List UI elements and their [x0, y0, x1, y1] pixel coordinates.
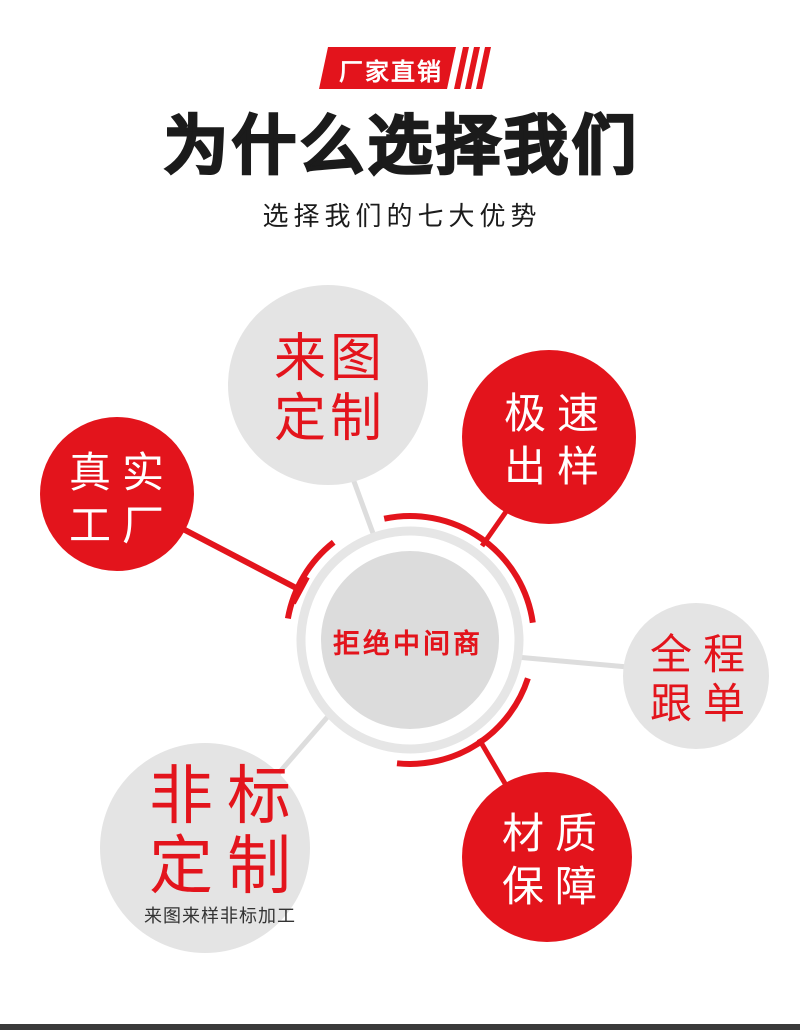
- node-circle: [228, 285, 428, 485]
- connector-real-factory: [181, 526, 302, 593]
- hub-arc-bottom-right: [396, 677, 531, 767]
- node-material-guarantee: 材质 保障: [462, 772, 632, 942]
- connectors: [181, 475, 629, 794]
- node-label-line1: 真实: [69, 448, 175, 497]
- badge-stripes: [454, 47, 491, 89]
- node-circle: [462, 772, 632, 942]
- node-label-line1: 材质: [502, 809, 608, 858]
- badge-stripe: [465, 47, 480, 89]
- badge-stripe: [454, 47, 469, 89]
- connector-nonstandard-custom: [276, 712, 332, 776]
- badge-stripe: [476, 47, 491, 89]
- node-label-line2: 定制: [149, 830, 305, 904]
- node-nonstandard-custom: 非标 定制 来图来样非标加工: [100, 743, 310, 953]
- node-real-factory: 真实 工厂: [40, 417, 194, 571]
- hub-inner-disc: [321, 551, 499, 729]
- badge-label: 厂家直销: [339, 58, 443, 86]
- node-full-tracking: 全程 跟单: [623, 603, 769, 749]
- node-label-line1: 来图: [274, 329, 386, 389]
- hub: 拒绝中间商: [284, 512, 536, 767]
- node-caption: 来图来样非标加工: [144, 906, 296, 927]
- hub-label: 拒绝中间商: [333, 628, 483, 660]
- connector-material-guarantee: [476, 737, 513, 794]
- node-label-line2: 跟单: [650, 679, 756, 728]
- factory-direct-badge: 厂家直销: [319, 47, 491, 89]
- page-subtitle: 选择我们的七大优势: [262, 202, 541, 232]
- node-label-line1: 极速: [504, 389, 610, 438]
- badge-background: [319, 47, 456, 89]
- node-circle: [100, 743, 310, 953]
- node-label-line2: 定制: [274, 389, 386, 449]
- node-custom-drawing: 来图 定制: [228, 285, 428, 485]
- page-title: 为什么选择我们: [164, 110, 640, 184]
- node-label-line2: 出样: [504, 442, 610, 491]
- hub-arc-left: [284, 539, 336, 620]
- node-label-line1: 全程: [650, 630, 756, 679]
- node-circle: [40, 417, 194, 571]
- connector-full-tracking: [515, 654, 629, 670]
- node-circle: [623, 603, 769, 749]
- node-label-line1: 非标: [149, 760, 305, 834]
- node-label-line2: 工厂: [69, 501, 175, 550]
- node-label-line2: 保障: [502, 862, 608, 911]
- hub-arc-top-right: [383, 512, 536, 624]
- connector-custom-drawing: [349, 475, 377, 537]
- node-circle: [462, 350, 636, 524]
- node-fast-sampling: 极速 出样: [462, 350, 636, 524]
- bottom-bar: [0, 1024, 800, 1030]
